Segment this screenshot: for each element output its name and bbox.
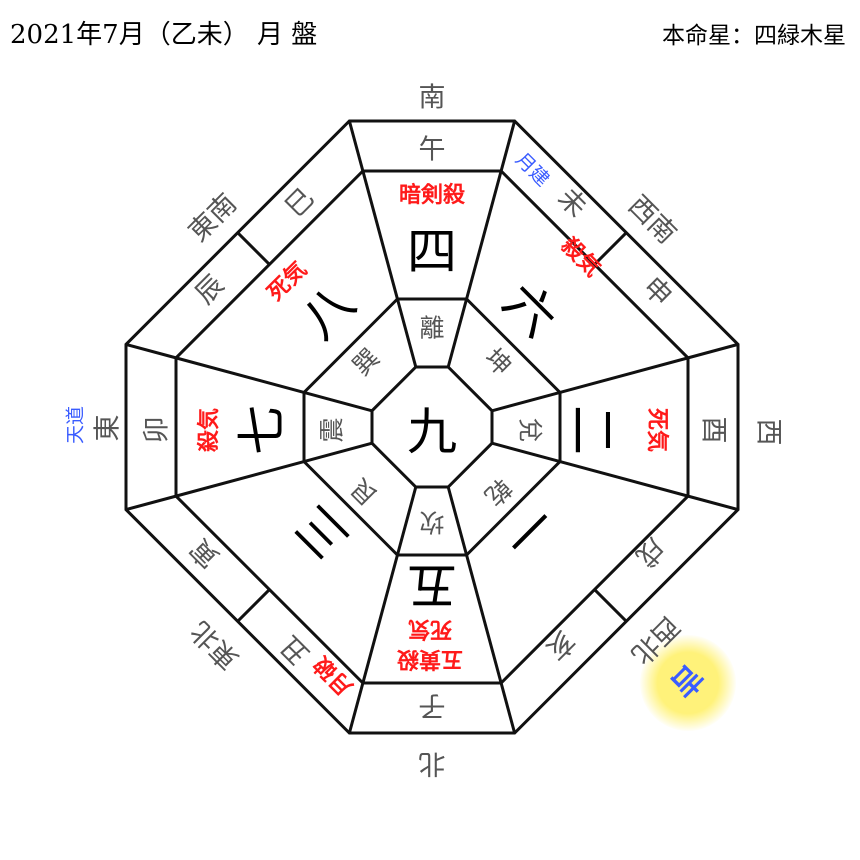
sector-divider	[446, 486, 469, 556]
zodiac-divider	[593, 231, 628, 266]
star-center: 九	[407, 403, 457, 461]
star-north: 五	[407, 556, 457, 614]
lucky-direction-highlight	[640, 635, 736, 731]
zodiac-wu: 午	[418, 134, 446, 166]
direction-north: 北	[418, 747, 446, 779]
sector-divider	[395, 298, 418, 368]
sector-divider	[175, 460, 305, 498]
sector-divider	[446, 298, 469, 368]
sector-divider	[303, 441, 373, 464]
star-west: 二	[563, 405, 621, 455]
sector-divider	[347, 120, 365, 172]
mark-gooosatsu: 五黄殺	[396, 646, 464, 671]
direction-west: 西	[752, 418, 784, 446]
mark-sakki-e: 殺気	[197, 407, 222, 453]
zodiac-divider	[236, 588, 271, 623]
zodiac-divider	[236, 231, 271, 266]
honmeisei-label: 本命星：四緑木星	[662, 23, 846, 49]
sector-divider	[465, 170, 503, 300]
zodiac-mao: 卯	[141, 416, 173, 444]
sector-divider	[125, 342, 177, 360]
trigram-kan: 坎	[419, 507, 445, 537]
mark-shiki-n: 死気	[407, 616, 453, 641]
trigram-dui: 兌	[515, 417, 545, 443]
zodiac-divider	[593, 588, 628, 623]
sector-divider	[175, 356, 305, 394]
sector-divider	[491, 441, 561, 464]
sector-divider	[395, 486, 418, 556]
mark-shiki-w: 死気	[644, 407, 669, 453]
zodiac-you: 酉	[697, 416, 729, 444]
mark-tendo: 天道	[64, 405, 87, 445]
star-east: 七	[233, 405, 291, 455]
sector-divider	[499, 120, 517, 172]
sector-divider	[559, 460, 689, 498]
sector-divider	[361, 170, 399, 300]
zodiac-zi: 子	[418, 689, 446, 721]
sector-divider	[303, 390, 373, 413]
direction-east: 東	[92, 414, 124, 442]
direction-south: 南	[418, 82, 446, 114]
board-title: 2021年7月（乙未） 月 盤	[10, 20, 318, 50]
star-south: 四	[407, 223, 457, 281]
sector-divider	[125, 494, 177, 512]
sector-divider	[347, 682, 365, 734]
mark-ankensatsu: 暗剣殺	[398, 183, 466, 208]
sector-divider	[687, 342, 739, 360]
sector-divider	[465, 554, 503, 684]
sector-divider	[491, 390, 561, 413]
sector-divider	[361, 554, 399, 684]
trigram-zhen: 震	[317, 417, 347, 443]
sector-divider	[559, 356, 689, 394]
sector-divider	[687, 494, 739, 512]
trigram-li: 離	[419, 313, 445, 343]
sector-divider	[499, 682, 517, 734]
